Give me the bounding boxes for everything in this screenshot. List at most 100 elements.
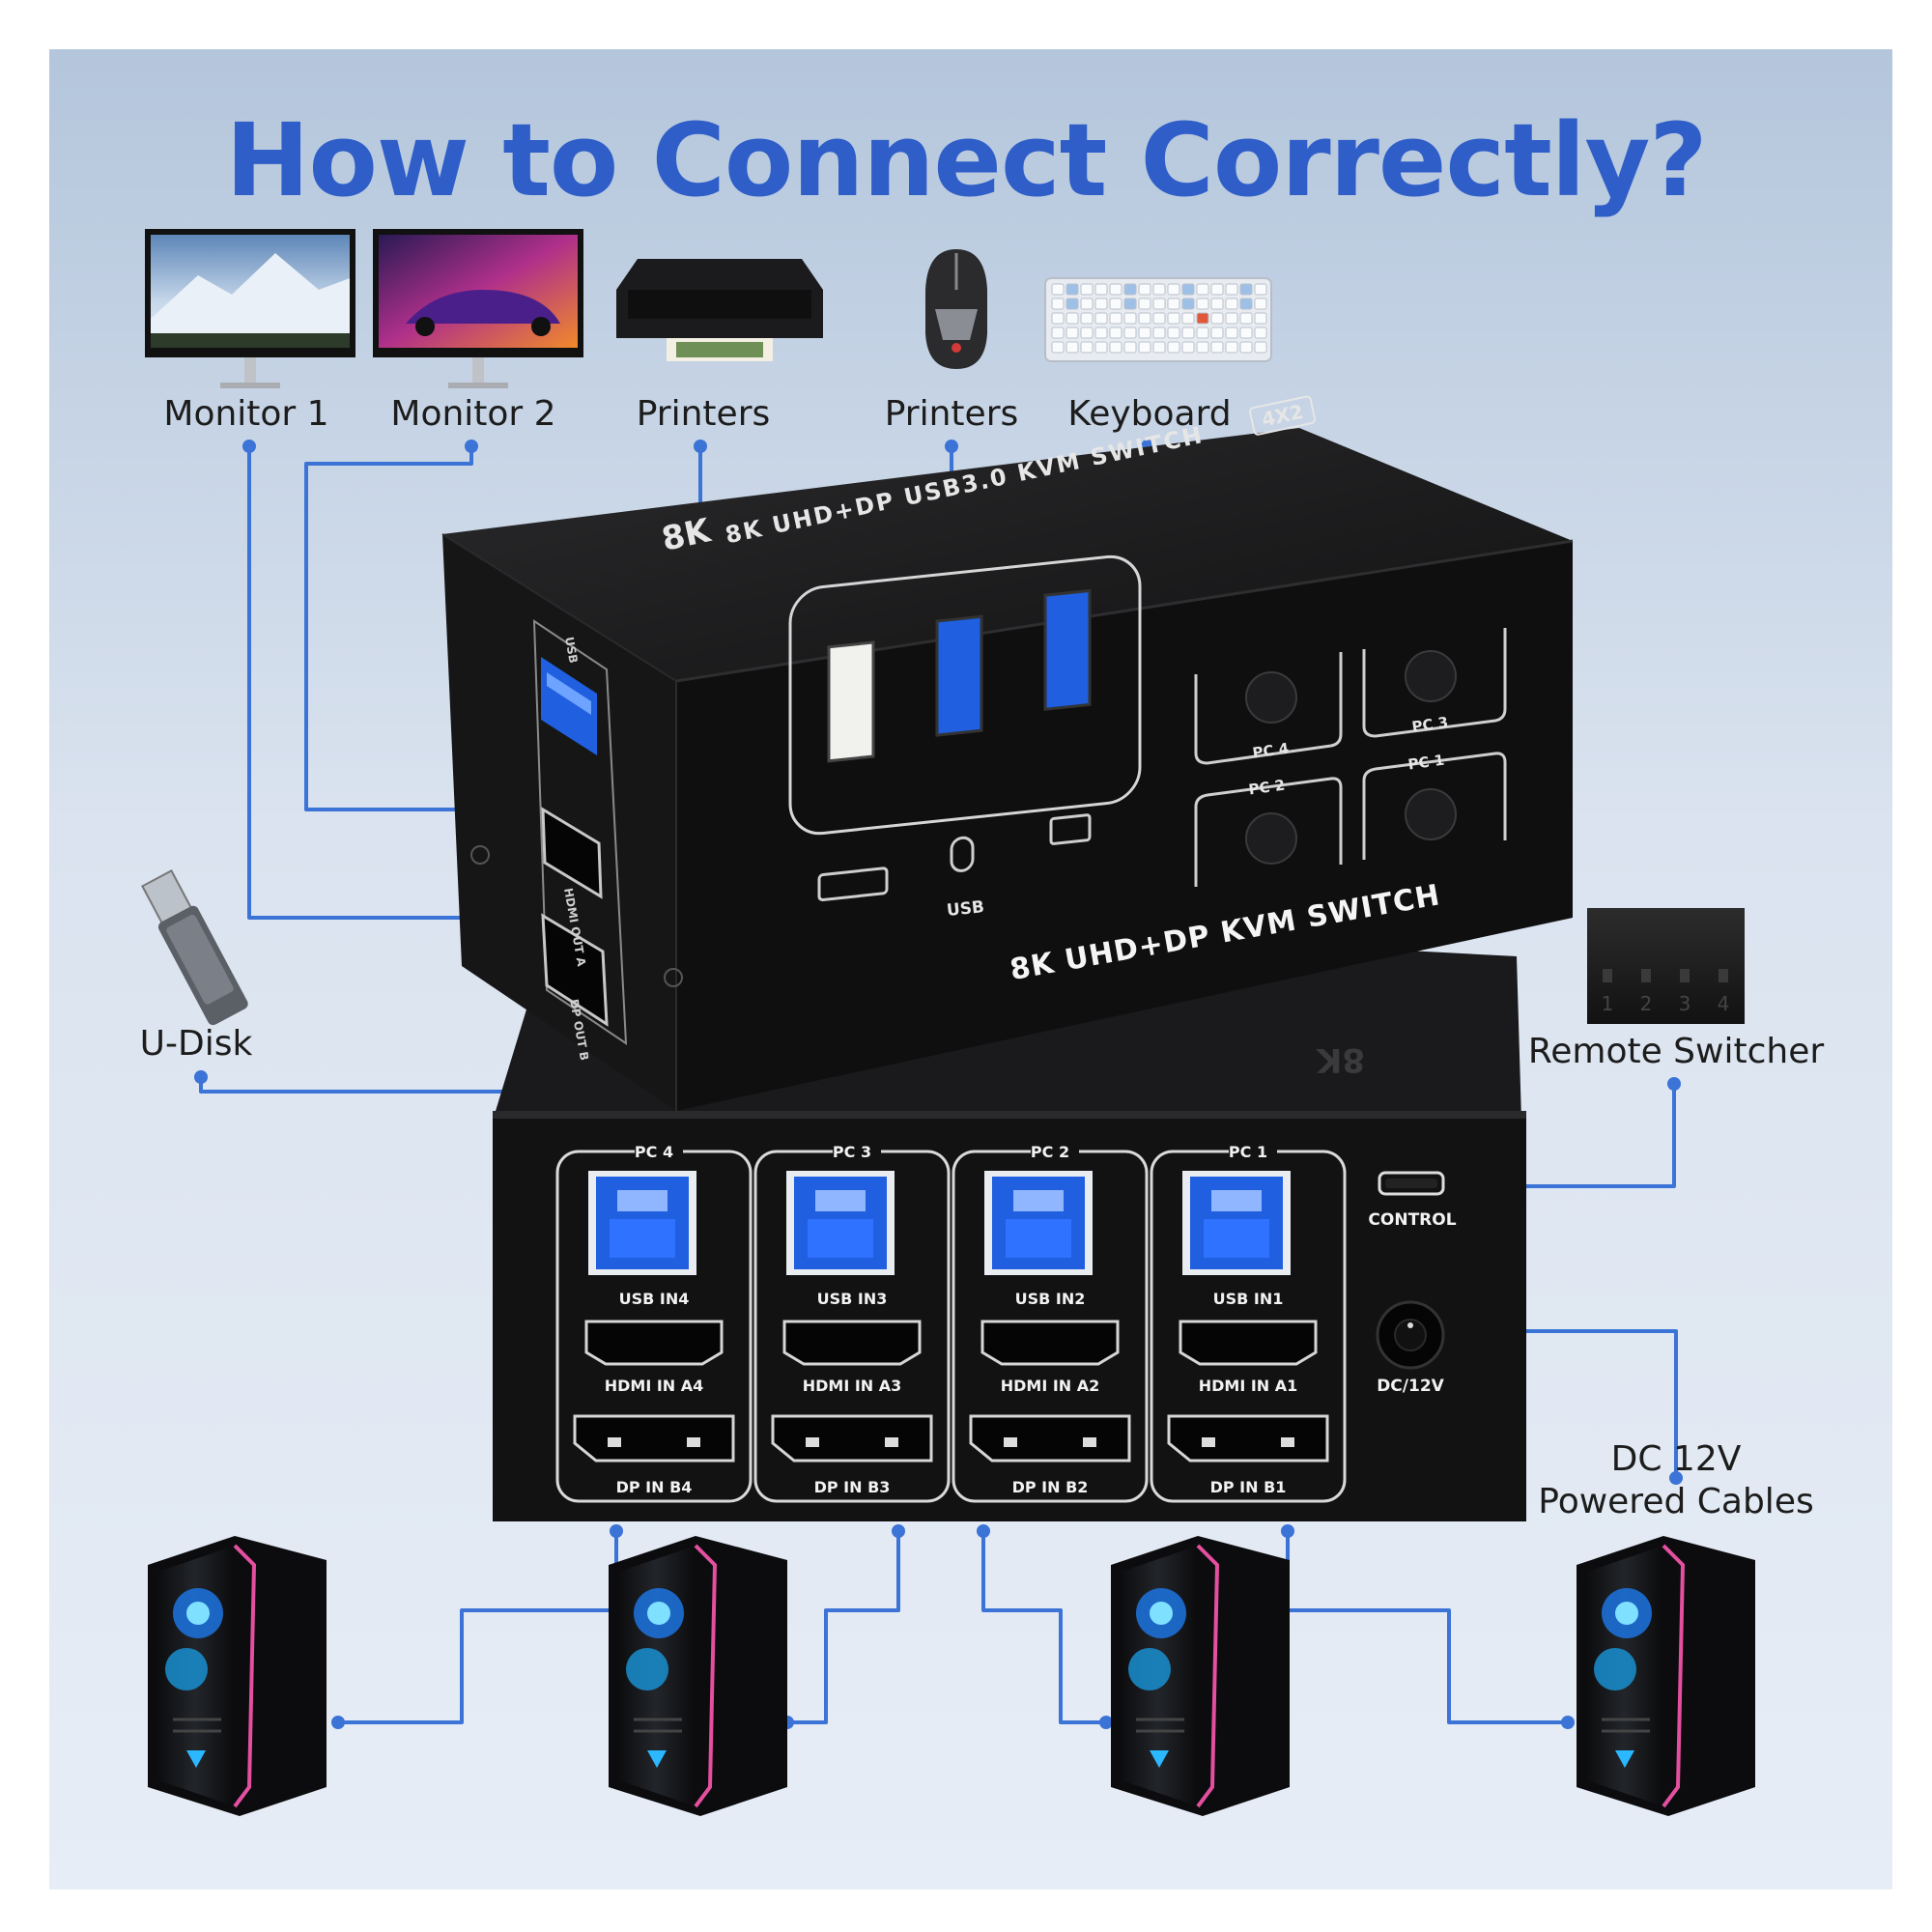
- keyboard-key: [1138, 341, 1151, 354]
- label-monitor-1: Monitor 1: [163, 394, 329, 434]
- keyboard-key: [1239, 341, 1253, 354]
- button-label-pc3: PC 3: [1410, 714, 1449, 736]
- keyboard-key: [1051, 298, 1065, 310]
- computers: [148, 1536, 1755, 1816]
- rear-hdmi-label: HDMI IN A1: [1199, 1377, 1298, 1395]
- remote-key: [1719, 969, 1728, 982]
- rear-pc-label: PC 4: [635, 1143, 673, 1161]
- keyboard-key: [1210, 283, 1224, 296]
- keyboard-key: [1094, 283, 1108, 296]
- keyboard-key: [1181, 312, 1195, 325]
- keyboard-key: [1225, 312, 1238, 325]
- keyboard-key: [1080, 312, 1094, 325]
- keyboard-key: [1225, 283, 1238, 296]
- keyboard-key: [1123, 312, 1137, 325]
- rear-logo: 8K: [1315, 1040, 1365, 1079]
- label-power-line2: Powered Cables: [1538, 1482, 1814, 1521]
- rear-usb-label: USB IN1: [1213, 1290, 1284, 1308]
- keyboard-key: [1138, 298, 1151, 310]
- rear-usb-label: USB IN3: [817, 1290, 888, 1308]
- keyboard-key: [1239, 283, 1253, 296]
- rear-hdmi-label: HDMI IN A2: [1001, 1377, 1100, 1395]
- keyboard-key: [1152, 298, 1166, 310]
- pc-tower-2: [609, 1536, 787, 1816]
- keyboard-key: [1123, 283, 1137, 296]
- keyboard-key: [1254, 341, 1267, 354]
- keyboard-key: [1196, 341, 1209, 354]
- keyboard-key: [1080, 341, 1094, 354]
- remote-key-label: 1: [1602, 992, 1614, 1015]
- keyboard-key: [1196, 283, 1209, 296]
- printer-image: [616, 259, 823, 361]
- pc-buttons: PC 4 PC 3 PC 2 PC 1: [1194, 628, 1507, 887]
- rear-usb-label: USB IN2: [1015, 1290, 1086, 1308]
- keyboard-key: [1051, 341, 1065, 354]
- remote-key: [1641, 969, 1651, 982]
- page-title: How to Connect Correctly?: [225, 101, 1707, 219]
- power-jack-label: DC/12V: [1377, 1377, 1444, 1396]
- keyboard-key: [1123, 341, 1137, 354]
- keyboard-key: [1196, 327, 1209, 339]
- keyboard-key: [1080, 327, 1094, 339]
- rear-hdmi-label: HDMI IN A4: [605, 1377, 704, 1395]
- rear-usb-label: USB IN4: [619, 1290, 690, 1308]
- side-screw: [470, 845, 490, 865]
- remote-key-label: 4: [1718, 992, 1730, 1015]
- keyboard-key: [1167, 341, 1180, 354]
- keyboard-key: [1065, 298, 1079, 310]
- rear-pc-label: PC 3: [833, 1143, 871, 1161]
- keyboard-key: [1210, 298, 1224, 310]
- keyboard-key: [1225, 327, 1238, 339]
- button-label-pc1: PC 1: [1406, 752, 1445, 774]
- keyboard-key: [1210, 312, 1224, 325]
- keyboard-key: [1167, 298, 1180, 310]
- keyboard-key: [1181, 327, 1195, 339]
- keyboard-key: [1109, 298, 1122, 310]
- keyboard-key: [1196, 312, 1209, 325]
- remote-key-label: 3: [1679, 992, 1691, 1015]
- rear-hdmi-label: HDMI IN A3: [803, 1377, 902, 1395]
- keyboard-key: [1065, 312, 1079, 325]
- keyboard-key: [1065, 341, 1079, 354]
- keyboard-key: [1123, 298, 1137, 310]
- keyboard-key: [1065, 327, 1079, 339]
- keyboard-key: [1196, 298, 1209, 310]
- keyboard-key: [1225, 298, 1238, 310]
- front-usb-label: USB: [946, 897, 985, 921]
- rear-dp-label: DP IN B3: [814, 1478, 891, 1496]
- control-port: CONTROL: [1368, 1171, 1457, 1230]
- keyboard-key: [1123, 327, 1137, 339]
- keyboard-key: [1167, 327, 1180, 339]
- keyboard-key: [1080, 298, 1094, 310]
- rear-dp-label: DP IN B2: [1012, 1478, 1089, 1496]
- pc-tower-3: [1111, 1536, 1290, 1816]
- keyboard-key: [1152, 312, 1166, 325]
- svg-text:8K: 8K: [1315, 1040, 1365, 1079]
- keyboard-key: [1152, 341, 1166, 354]
- keyboard-key: [1094, 298, 1108, 310]
- keyboard-key: [1181, 283, 1195, 296]
- keyboard-key: [1167, 283, 1180, 296]
- keyboard-key: [1109, 312, 1122, 325]
- keyboard-key: [1225, 341, 1238, 354]
- label-mouse: Printers: [884, 394, 1019, 434]
- keyboard-key: [1109, 283, 1122, 296]
- monitor-2: [373, 229, 583, 388]
- button-label-pc4: PC 4: [1251, 740, 1290, 762]
- rear-pc-label: PC 2: [1031, 1143, 1069, 1161]
- monitor-1: [145, 229, 355, 388]
- label-remote-switcher: Remote Switcher: [1527, 1032, 1825, 1071]
- label-keyboard: Keyboard: [1067, 394, 1232, 434]
- label-udisk: U-Disk: [139, 1024, 253, 1064]
- keyboard-image: [1044, 277, 1272, 362]
- keyboard-key: [1094, 312, 1108, 325]
- keyboard-key: [1138, 312, 1151, 325]
- button-label-pc2: PC 2: [1247, 777, 1286, 799]
- rear-pc-label: PC 1: [1229, 1143, 1267, 1161]
- keyboard-key: [1254, 327, 1267, 339]
- keyboard-key: [1138, 283, 1151, 296]
